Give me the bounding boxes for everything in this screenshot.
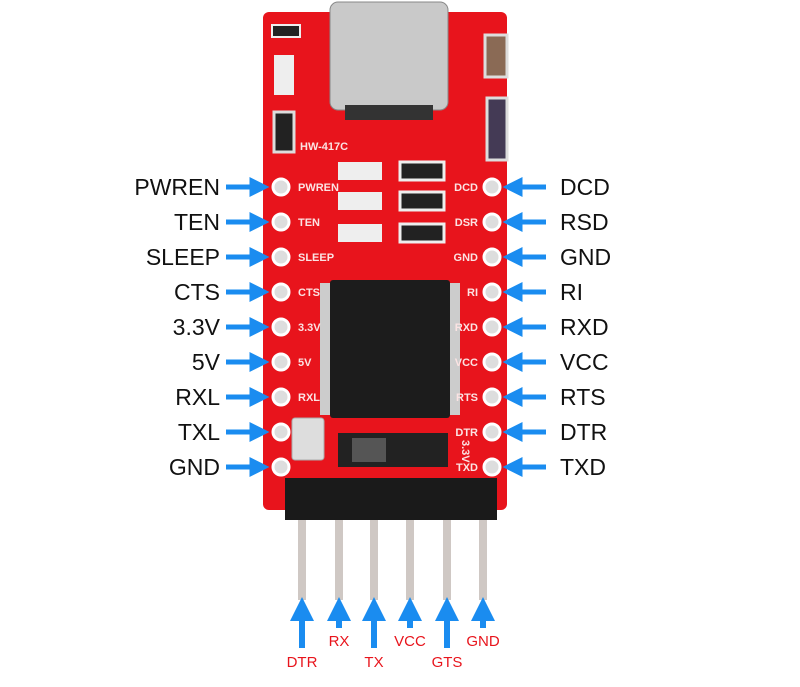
header-pin (370, 500, 378, 600)
silk-label: RI (467, 287, 478, 299)
smd-components (271, 24, 509, 244)
header-pin (335, 500, 343, 600)
voltage-jumper[interactable] (338, 433, 448, 467)
left-pin-label: TEN (174, 209, 220, 235)
silk-label: SLEEP (298, 252, 334, 264)
pin-pad (271, 387, 291, 407)
pin-pad (271, 282, 291, 302)
header-pin (479, 500, 487, 600)
pin-pad (482, 457, 502, 477)
pin-pad (271, 317, 291, 337)
left-pin-label: 3.3V (173, 314, 221, 340)
silk-label: RXD (455, 322, 478, 334)
pin-pad (482, 212, 502, 232)
silk-label: DSR (455, 217, 478, 229)
left-pin-label: TXL (178, 419, 220, 445)
silk-label: TXD (456, 462, 478, 474)
silk-label: DCD (454, 182, 478, 194)
right-pin-label: RSD (560, 209, 609, 235)
board-model-label: HW-417C (300, 141, 348, 153)
pin-pad (271, 352, 291, 372)
crystal (291, 417, 325, 461)
left-pin-label: PWREN (134, 174, 220, 200)
pin-pad (482, 177, 502, 197)
usb-c-connector (329, 1, 449, 120)
header-pin-label: GTS (432, 654, 463, 671)
ftdi-chip (320, 280, 460, 418)
left-pin-label: SLEEP (146, 244, 220, 270)
silk-label: TEN (298, 217, 320, 229)
header-pin-label: DTR (287, 654, 318, 671)
right-pin-label: DTR (560, 419, 607, 445)
header-pin (298, 500, 306, 600)
silk-label: VCC (455, 357, 478, 369)
right-pin-label: VCC (560, 349, 609, 375)
pin-pad (482, 317, 502, 337)
pin-header-housing (285, 478, 497, 520)
silk-label: GND (454, 252, 479, 264)
pin-pad (271, 457, 291, 477)
silk-label: 5V (298, 357, 312, 369)
header-pin (443, 500, 451, 600)
left-pin-label: GND (169, 454, 220, 480)
pin-pad (271, 422, 291, 442)
pin-pad (271, 177, 291, 197)
right-pin-label: DCD (560, 174, 610, 200)
silk-label: RTS (456, 392, 478, 404)
pin-pad (482, 247, 502, 267)
left-pin-label: 5V (192, 349, 221, 375)
right-pin-label: RI (560, 279, 583, 305)
silk-label: 3.3V (298, 322, 321, 334)
pin-pad (271, 247, 291, 267)
right-pin-label: GND (560, 244, 611, 270)
silk-label: RXL (298, 392, 320, 404)
silk-label: PWREN (298, 182, 339, 194)
pin-pad (482, 282, 502, 302)
header-pin-label: RX (329, 633, 350, 650)
silk-label: DTR (455, 427, 478, 439)
header-pin-label: TX (364, 654, 383, 671)
header-pin-label: GND (466, 633, 500, 650)
header-pin (406, 500, 414, 600)
header-pins (298, 500, 487, 600)
header-pin-label: VCC (394, 633, 426, 650)
right-pin-label: RXD (560, 314, 609, 340)
right-pin-label: TXD (560, 454, 606, 480)
silk-label: CTS (298, 287, 320, 299)
pin-pad (482, 422, 502, 442)
jumper-label: 3.3V (459, 440, 471, 463)
pin-pad (271, 212, 291, 232)
left-pin-label: RXL (175, 384, 220, 410)
left-pin-label: CTS (174, 279, 220, 305)
pin-pad (482, 352, 502, 372)
right-pin-label: RTS (560, 384, 606, 410)
pin-pad (482, 387, 502, 407)
